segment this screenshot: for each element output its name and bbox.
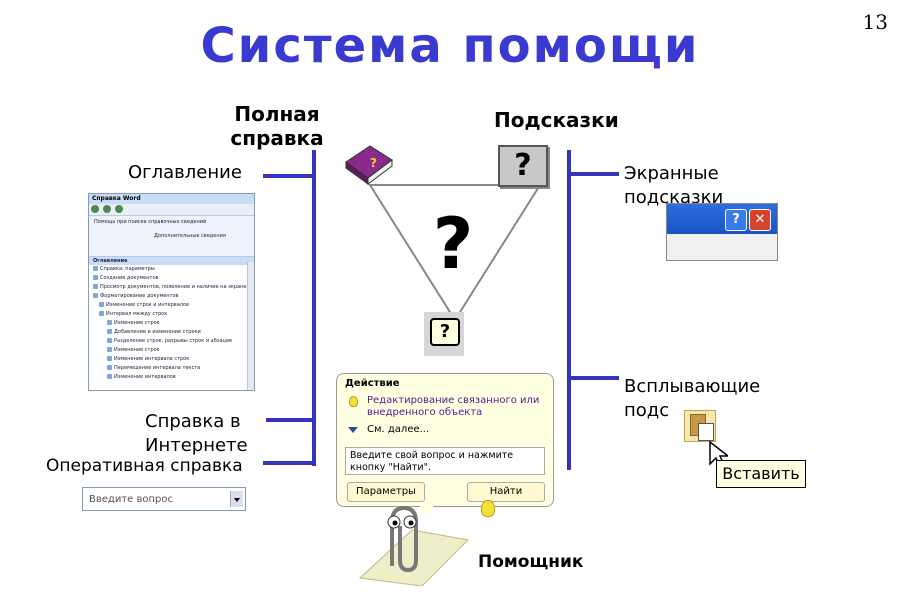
toc-row[interactable]: Создание документов [89, 274, 254, 283]
triangle-down-icon [348, 427, 358, 433]
dropdown-arrow-icon[interactable] [230, 491, 243, 507]
toc-row[interactable]: Изменение строк [89, 346, 254, 355]
right-vertical-line [567, 150, 571, 470]
toc-topic-icon [107, 329, 112, 334]
toc-row[interactable]: Изменение строк и интервалов [89, 301, 254, 310]
label-online-help: Оперативная справка [46, 455, 243, 477]
toc-row[interactable]: Изменение интервалов [89, 373, 254, 382]
balloon-heading: Действие [345, 378, 400, 389]
svg-text:?: ? [370, 156, 377, 170]
help-window: Справка Word Помощь при поиске справочны… [88, 193, 255, 391]
toc-row-label: Перемещение интервала текста [114, 365, 200, 371]
toc-topic-icon [107, 320, 112, 325]
popup-tips-connector [567, 376, 619, 380]
screen-tips-connector [567, 172, 619, 176]
balloon-item-edit[interactable]: Редактирование связанного или внедренног… [367, 395, 547, 419]
toc-row-label: Создание документов [100, 275, 158, 281]
toc-row[interactable]: Добавление и изменение строки [89, 328, 254, 337]
toc-topic-icon [99, 311, 104, 316]
toc-row-label: Справка: параметры [100, 266, 155, 272]
toc-topic-icon [93, 284, 98, 289]
back-icon[interactable] [91, 205, 99, 213]
options-button[interactable]: Параметры [347, 482, 425, 502]
help-scrollbar[interactable] [247, 262, 254, 390]
help-window-search: Помощь при поиске справочных сведений До… [89, 216, 254, 257]
header-full-help: Полная справка [222, 102, 332, 150]
label-contents: Оглавление [128, 162, 242, 184]
help-bubble-glyph: ? [430, 318, 460, 346]
lightbulb-icon [349, 396, 358, 407]
contents-connector [263, 174, 315, 178]
book-icon: ? [340, 140, 396, 188]
toc-topic-icon [107, 374, 112, 379]
toc-row[interactable]: Изменение строк [89, 319, 254, 328]
slide-number: 13 [863, 10, 888, 34]
toc-row-label: Форматирование документов [100, 293, 179, 299]
clippy-icon [352, 500, 472, 586]
toc-row-label: Просмотр документов, появление и наличие… [100, 284, 246, 290]
screen-tip-window: ? ✕ [666, 203, 778, 261]
toc-topic-icon [99, 302, 104, 307]
toc-row-label: Изменение строк [114, 320, 160, 326]
toc-row[interactable]: Просмотр документов, появление и наличие… [89, 283, 254, 292]
toc-topic-icon [93, 266, 98, 271]
help-more-link[interactable]: Дополнительные сведения [154, 233, 249, 239]
help-button[interactable]: ? [725, 209, 747, 231]
assistant-lightbulb-icon [481, 500, 495, 517]
toc-row[interactable]: Форматирование документов [89, 292, 254, 301]
toc-topic-icon [93, 293, 98, 298]
paste-tooltip: Вставить [716, 460, 806, 488]
web-help-connector [266, 418, 315, 422]
search-button[interactable]: Найти [467, 482, 545, 502]
toc-topic-icon [107, 356, 112, 361]
toc-row[interactable]: Справка: параметры [89, 265, 254, 274]
help-bubble-icon: ? [424, 312, 464, 356]
slide-title: Система помощи [0, 18, 900, 74]
big-question-mark: ? [433, 203, 474, 285]
help-window-title: Справка Word [89, 194, 254, 204]
help-toc-header: Оглавление [89, 257, 254, 265]
close-button[interactable]: ✕ [749, 209, 771, 231]
help-search-text: Помощь при поиске справочных сведений [94, 219, 249, 225]
toc-row[interactable]: Разделение строк, разрывы строк и абзаце… [89, 337, 254, 346]
toc-row-label: Изменение интервала строк [114, 356, 189, 362]
ask-question-box[interactable]: Введите вопрос [82, 487, 246, 511]
toc-row[interactable]: Изменение интервала строк [89, 355, 254, 364]
balloon-question-field[interactable]: Введите свой вопрос и нажмите кнопку "На… [345, 447, 545, 475]
balloon-item-more[interactable]: См. далее... [367, 424, 429, 436]
forward-icon[interactable] [103, 205, 111, 213]
header-assistant: Помощник [478, 550, 583, 574]
toc-row-label: Изменение строк [114, 347, 160, 353]
toc-row-label: Изменение интервалов [114, 374, 176, 380]
toc-topic-icon [107, 365, 112, 370]
toc-row-label: Добавление и изменение строки [114, 329, 201, 335]
toc-topic-icon [107, 338, 112, 343]
question-block-icon: ? [498, 145, 548, 187]
help-window-toolbar [89, 204, 254, 216]
paste-icon[interactable] [684, 410, 716, 442]
ask-question-placeholder: Введите вопрос [89, 494, 173, 505]
home-icon[interactable] [115, 205, 123, 213]
toc-row[interactable]: Интервал между строк [89, 310, 254, 319]
header-hints: Подсказки [494, 108, 619, 132]
toc-row[interactable]: Перемещение интервала текста [89, 364, 254, 373]
toc-row-label: Интервал между строк [106, 311, 167, 317]
toc-topic-icon [107, 347, 112, 352]
toc-row-label: Разделение строк, разрывы строк и абзаце… [114, 338, 232, 344]
toc-row-label: Изменение строк и интервалов [106, 302, 189, 308]
assistant-balloon: Действие Редактирование связанного или в… [336, 373, 554, 507]
online-help-connector [263, 461, 315, 465]
label-web-help: Справка в Интернете [145, 410, 265, 458]
toc-topic-icon [93, 275, 98, 280]
screen-tip-titlebar: ? ✕ [667, 204, 777, 234]
